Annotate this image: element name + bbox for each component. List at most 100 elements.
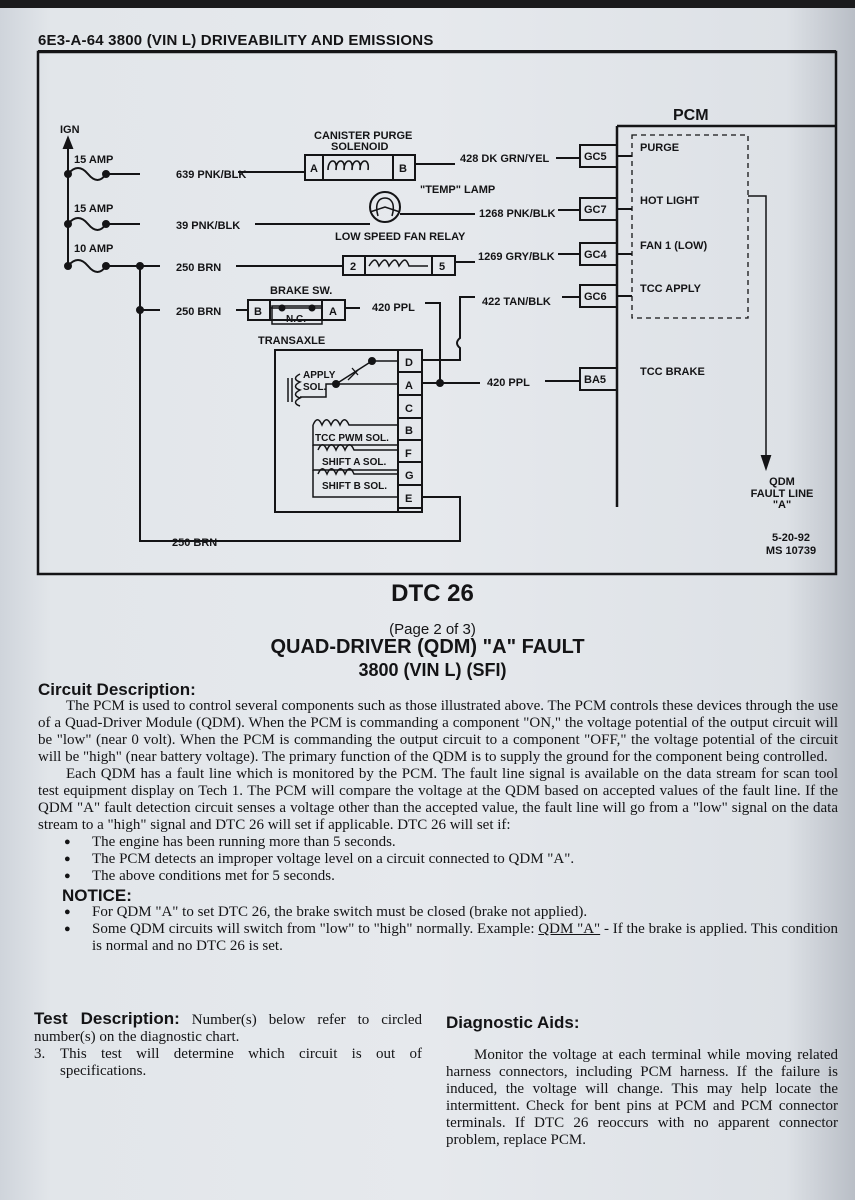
fault-line xyxy=(748,195,767,462)
component-label: BRAKE SW. xyxy=(270,285,332,297)
pcm-function-label: TCC APPLY xyxy=(640,283,702,295)
page-header: 6E3-A-64 3800 (VIN L) DRIVEABILITY AND E… xyxy=(38,32,434,49)
fuse-icon xyxy=(67,217,107,231)
qdm-a-reference: QDM "A" xyxy=(538,921,601,937)
coil-icon xyxy=(327,160,370,171)
diagram-label: A xyxy=(310,163,318,175)
wire-segment xyxy=(347,367,359,381)
diagram-date: 5-20-92 xyxy=(772,532,810,544)
diagram-frame xyxy=(36,50,838,576)
pcm-pin: GC4 xyxy=(584,249,608,261)
shift-b-sol xyxy=(312,468,398,498)
pin-b: B xyxy=(405,425,413,437)
lamp-icon xyxy=(369,191,401,223)
wire-segment xyxy=(369,197,401,217)
pin-f: F xyxy=(405,448,412,460)
diagram-label: B xyxy=(399,163,407,175)
notice-heading: NOTICE: xyxy=(62,886,132,905)
wire-segment xyxy=(364,256,433,275)
wiring-diagram: IGN 15 AMP 639 PNK/BLK 15 AMP 39 PNK/BLK… xyxy=(36,50,838,576)
fault-label: "A" xyxy=(773,499,791,511)
diagram-label: A xyxy=(329,306,337,318)
wire-segment xyxy=(760,455,772,472)
pcm-pin: GC6 xyxy=(584,291,607,303)
wire-segment xyxy=(617,155,632,297)
test-description: Test Description: Number(s) below refer … xyxy=(34,1009,423,1079)
circuit-heading: Circuit Description: xyxy=(38,680,196,699)
fuse-icon xyxy=(67,259,107,273)
diagram-label: 2 xyxy=(350,261,356,273)
wire-label: 428 DK GRN/YEL xyxy=(460,153,550,165)
component-label: "TEMP" LAMP xyxy=(420,184,495,196)
wire-segment xyxy=(322,155,394,180)
pcm-outline xyxy=(615,124,835,507)
diagram-label: TCC PWM SOL. xyxy=(315,433,389,444)
component-label: SOLENOID xyxy=(331,141,389,153)
wire-label: 420 PPL xyxy=(487,377,530,389)
pcm-pin: BA5 xyxy=(584,374,606,386)
pcm-function-label: HOT LIGHT xyxy=(640,195,700,207)
dtc-title: DTC 26 xyxy=(391,580,474,607)
fuse-label: 15 AMP xyxy=(74,203,113,215)
pcm-pin: GC5 xyxy=(584,151,607,163)
test-item: 3.This test will determine which circuit… xyxy=(34,1046,422,1079)
wire-label: 1268 PNK/BLK xyxy=(479,208,555,220)
diagram-label: N.C. xyxy=(286,314,306,325)
circuit-paragraph: The PCM is used to control several compo… xyxy=(38,698,838,765)
wire-segment xyxy=(436,379,444,387)
fuse-label: 15 AMP xyxy=(74,154,113,166)
page-indicator: (Page 2 of 3) xyxy=(389,621,476,638)
pin-d: D xyxy=(405,357,413,369)
wire-label: 250 BRN xyxy=(176,262,221,274)
pin-e: E xyxy=(405,493,412,505)
condition-item: The PCM detects an improper voltage leve… xyxy=(64,851,838,868)
condition-item: The engine has been running more than 5 … xyxy=(64,834,838,851)
wire-label: 250 BRN xyxy=(176,306,221,318)
diagram-label: SHIFT A SOL. xyxy=(322,457,386,468)
pin-c: C xyxy=(405,403,413,415)
brake-switch xyxy=(247,299,346,321)
diagram-label: B xyxy=(254,306,262,318)
wire-label: 39 PNK/BLK xyxy=(176,220,240,232)
aids-paragraph: Monitor the voltage at each terminal whi… xyxy=(446,1047,838,1148)
aids-heading: Diagnostic Aids: xyxy=(446,1013,580,1032)
wire-label: 639 PNK/BLK xyxy=(176,169,246,181)
fault-label: QDM xyxy=(769,476,795,488)
pin-g: G xyxy=(405,470,414,482)
pcm-function-label: FAN 1 (LOW) xyxy=(640,240,708,252)
wire-label: 420 PPL xyxy=(372,302,415,314)
pcm-function-label: TCC BRAKE xyxy=(640,366,705,378)
component-label: CANISTER PURGE xyxy=(314,130,412,142)
fault-title: QUAD-DRIVER (QDM) "A" FAULT xyxy=(270,636,585,658)
test-heading: Test Description: xyxy=(34,1009,180,1028)
wire-segment xyxy=(579,367,618,391)
wire-segment xyxy=(271,305,323,325)
fault-label: FAULT LINE xyxy=(751,488,814,500)
circuit-paragraph: Each QDM has a fault line which is monit… xyxy=(38,766,838,833)
wire-segment xyxy=(398,371,422,509)
condition-item: The above conditions met for 5 seconds. xyxy=(64,868,838,885)
component-label: TRANSAXLE xyxy=(258,335,325,347)
wire-segment xyxy=(422,296,475,361)
diagram-label: 5 xyxy=(439,261,445,273)
fuse-label: 10 AMP xyxy=(74,243,113,255)
fuse-icon xyxy=(67,167,107,181)
engine-title: 3800 (VIN L) (SFI) xyxy=(358,660,507,680)
canister-purge-solenoid xyxy=(304,154,416,181)
wire-segment xyxy=(368,357,376,365)
wire-segment xyxy=(64,170,72,178)
ign-arrow xyxy=(62,135,74,149)
pcm-function-label: PURGE xyxy=(640,142,679,154)
fan-relay xyxy=(342,255,456,276)
diagnostic-aids: Diagnostic Aids: Monitor the voltage at … xyxy=(446,1014,838,1149)
wire-label: 1269 GRY/BLK xyxy=(478,251,555,263)
manual-page xyxy=(0,8,855,1200)
apply-sol-coil xyxy=(287,373,302,407)
wire-label: 422 TAN/BLK xyxy=(482,296,551,308)
ign-label: IGN xyxy=(60,124,80,136)
notice-item: Some QDM circuits will switch from "low"… xyxy=(64,921,838,955)
wire-segment xyxy=(425,302,441,381)
wire-segment xyxy=(139,266,461,542)
coil-icon xyxy=(368,259,428,268)
wire-segment xyxy=(64,220,72,228)
